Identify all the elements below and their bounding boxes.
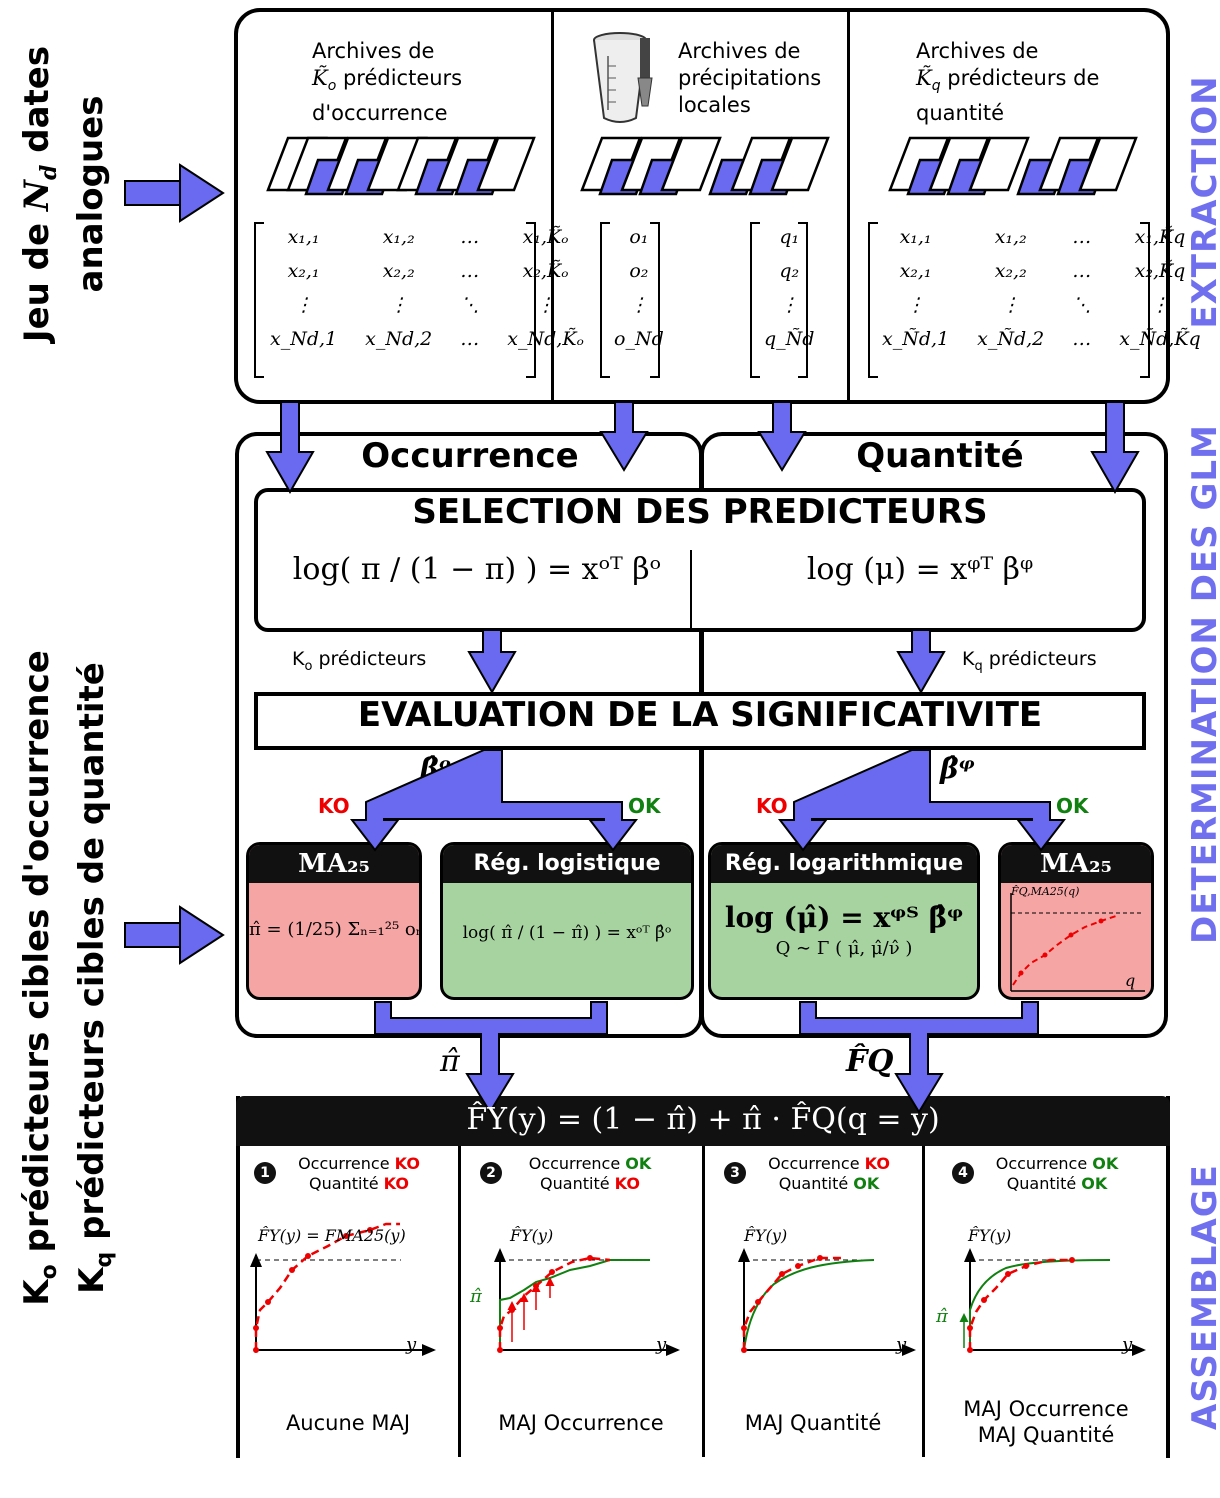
ko-predicteurs-label: Ko prédicteurs — [292, 648, 427, 674]
input-arrow-dates — [124, 164, 224, 222]
selection-divider — [690, 550, 692, 630]
assemblage-label: ASSEMBLAGE — [1185, 1164, 1220, 1430]
ma25-occurrence-formula: π̂ = (1/25) Σₙ₌₁²⁵ oₙ — [249, 919, 422, 940]
determination-label: DETERMINATION DES GLM — [1185, 424, 1220, 944]
quantite-title: Quantité — [856, 436, 1024, 476]
panel-4-chart — [959, 1248, 1146, 1356]
panel-3-ylabel: F̂Y(y) — [744, 1226, 788, 1245]
archive-precip-label: Archives de précipitations locales — [678, 39, 822, 117]
panel-2-pi-label: π̂ — [470, 1286, 482, 1307]
panel-1-xlabel: y — [406, 1334, 417, 1355]
panel-1-ylabel: F̂Y(y) = FMA25(y) — [258, 1226, 406, 1245]
panel-3-legend: Occurrence KO Quantité OK — [768, 1154, 890, 1193]
evaluation-box — [254, 692, 1146, 750]
fq-hat-label: F̂Q — [846, 1044, 894, 1079]
archive-occurrence-label: Archives de K̃o prédicteurs d'occurrence — [312, 39, 463, 126]
ok-label-quantite: OK — [1056, 794, 1089, 818]
vector-q: q₁ q₂ ⋮ q_Ñd — [764, 226, 815, 350]
reg-logistique-box: Rég. logistique log( π̂ / (1 − π̂) ) = x… — [440, 842, 694, 1000]
panel-2-xlabel: y — [656, 1334, 667, 1355]
panel-4-xlabel: y — [1122, 1334, 1133, 1355]
reg-logarithmique-box: Rég. logarithmique log (μ̂) = xᵠᵀ β̂ᵠ Q … — [708, 842, 980, 1000]
selection-title: SELECTION DES PREDICTEURS — [412, 492, 988, 532]
assemblage-charts — [250, 1222, 1146, 1356]
panel-1-chart — [250, 1222, 436, 1356]
panel-2-number: 2 — [480, 1162, 502, 1184]
matrix-o-bracket-left — [254, 222, 264, 378]
panel-2-ylabel: F̂Y(y) — [510, 1226, 554, 1245]
beta-o-hat-label: β̂ᵒ — [420, 752, 452, 785]
reg-log-formula-2: Q ∼ Γ ( μ̂, μ̂/ν̂ ) — [775, 938, 913, 959]
beta-q-hat-label: β̂ᵠ — [940, 752, 975, 785]
matrix-q-bracket-right — [1140, 222, 1150, 378]
ko-label-occurrence: KO — [318, 794, 350, 818]
panel-4-legend: Occurrence OK Quantité OK — [995, 1154, 1119, 1193]
map-stack-icon-occurrence — [266, 136, 536, 196]
ma25-quantite-xlabel: q — [1125, 971, 1136, 990]
panel-4-caption: MAJ Occurrence MAJ Quantité — [963, 1397, 1129, 1447]
extraction-box — [234, 8, 1170, 404]
pi-hat-label: π̂ — [440, 1044, 460, 1079]
ma25-quantite-chart — [1010, 893, 1145, 992]
k-predicteurs-label: Ko prédicteurs cibles d'occurrence Kq pr… — [17, 650, 117, 1306]
vector-o-bracket-left — [600, 222, 610, 378]
occurrence-title: Occurrence — [361, 436, 579, 476]
panel-4-ylabel: F̂Y(y) — [968, 1226, 1012, 1245]
kq-predicteurs-label: Kq prédicteurs — [962, 648, 1097, 674]
input-arrow-predicteurs — [124, 906, 224, 964]
reg-logistique-title: Rég. logistique — [443, 845, 691, 883]
ko-label-quantite: KO — [756, 794, 788, 818]
reg-logistique-formula: log( π̂ / (1 − π̂) ) = xᵒᵀ β̂ᵒ — [462, 923, 672, 943]
ma25-quantite-box: MA₂₅ F̂Q,MA25(q) q — [998, 842, 1154, 1000]
assemblage-divider-1 — [458, 1146, 461, 1457]
extraction-divider-1 — [551, 10, 554, 402]
panel-4-pi-label: π̂ — [936, 1306, 948, 1327]
archive-quantite-label: Archives de K̃q prédicteurs de quantité — [916, 39, 1100, 126]
panel-2-legend: Occurrence OK Quantité KO — [528, 1154, 652, 1193]
matrix-q-bracket-left — [868, 222, 878, 378]
panel-4-number: 4 — [952, 1162, 974, 1184]
extraction-divider-2 — [847, 10, 850, 402]
selection-box — [254, 488, 1146, 632]
panel-3-chart — [738, 1248, 916, 1356]
ma25-quantite-title: MA₂₅ — [1001, 845, 1151, 883]
matrix-o-bracket-right — [526, 222, 536, 378]
panel-1-legend: Occurrence KO Quantité KO — [298, 1154, 420, 1193]
panel-3-xlabel: y — [896, 1334, 907, 1355]
rain-gauge-icon — [593, 32, 653, 123]
assemblage-divider-2 — [702, 1146, 705, 1457]
ma25-occurrence-title: MA₂₅ — [249, 845, 419, 883]
vector-o-bracket-right — [650, 222, 660, 378]
assemblage-divider-3 — [922, 1146, 925, 1457]
panel-2-caption: MAJ Occurrence — [498, 1411, 664, 1435]
panel-1-number: 1 — [254, 1162, 276, 1184]
panel-3-number: 3 — [724, 1162, 746, 1184]
assemblage-formula: F̂Y(y) = (1 − π̂) + π̂ · F̂Q(q = y) — [466, 1102, 940, 1137]
formula-occurrence: log( π / (1 − π) ) = xᵒᵀ βᵒ — [292, 552, 662, 587]
panel-3-caption: MAJ Quantité — [744, 1411, 882, 1435]
ok-label-occurrence: OK — [628, 794, 661, 818]
vector-q-bracket-right — [798, 222, 808, 378]
ma25-quantite-ylabel: F̂Q,MA25(q) — [1011, 885, 1080, 898]
evaluation-title: EVALUATION DE LA SIGNIFICATIVITE — [357, 695, 1043, 735]
map-stack-icon-quantite — [888, 136, 1138, 196]
vector-o: o₁ o₂ ⋮ o_Nd — [614, 226, 664, 350]
jeu-dates-label: Jeu de Nd dates analogues — [17, 45, 111, 343]
formula-quantite: log (μ) = xᵠᵀ βᵠ — [806, 552, 1034, 587]
reg-logarithmique-title: Rég. logarithmique — [711, 845, 977, 883]
vector-q-bracket-left — [750, 222, 760, 378]
panel-1-caption: Aucune MAJ — [285, 1411, 411, 1435]
ma25-occurrence-box: MA₂₅ π̂ = (1/25) Σₙ₌₁²⁵ oₙ — [246, 842, 422, 1000]
reg-log-formula-1: log (μ̂) = xᵠᵀ β̂ᵠ — [724, 901, 964, 934]
panel-2-chart — [494, 1248, 680, 1356]
map-stack-icon-precip — [580, 136, 830, 196]
